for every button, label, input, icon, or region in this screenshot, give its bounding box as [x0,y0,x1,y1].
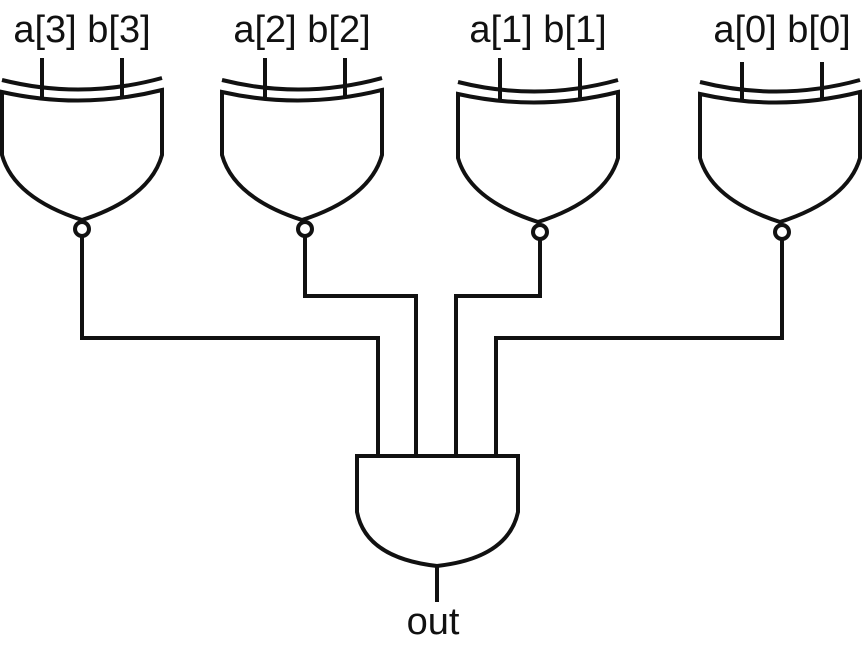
xnor-gate-bit1 [456,58,620,241]
output-bubble-bit0 [773,223,791,241]
xnor-body-bit3 [0,87,164,223]
xnor-body-bit0 [698,89,862,225]
xnor-gate-bit2 [220,58,384,238]
output-bubble-bit1 [531,223,549,241]
xnor-gate-bit0 [698,62,862,241]
wire-bit1-to-and [454,239,542,456]
wire-bit3-to-and [80,236,380,456]
and-gate [355,454,520,569]
xnor-extra-arc-bit3 [1,76,163,92]
xnor-body-bit2 [220,87,384,223]
xnor-gate-bit3 [0,58,164,238]
xnor-body-bit1 [456,89,620,225]
label-inputs-bit0: a[0] b[0] [713,9,850,51]
label-inputs-bit3: a[3] b[3] [13,9,150,51]
xnor-extra-arc-bit0 [699,78,861,94]
wire-bit2-to-and [303,236,418,456]
label-inputs-bit1: a[1] b[1] [469,9,606,51]
output-label: out [407,601,460,643]
output-bubble-bit2 [296,220,314,238]
xnor-extra-arc-bit1 [457,78,619,94]
wire-bit0-to-and [494,239,784,456]
xnor-extra-arc-bit2 [221,76,383,92]
label-inputs-bit2: a[2] b[2] [233,9,370,51]
output-bubble-bit3 [73,220,91,238]
